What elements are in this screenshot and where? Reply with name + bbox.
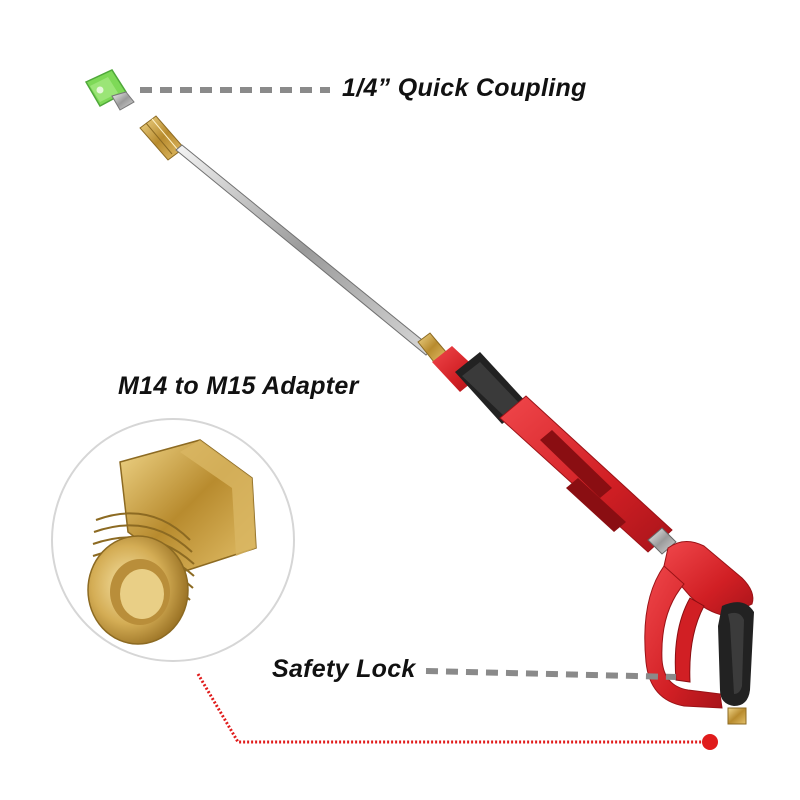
gun-icon bbox=[432, 346, 754, 725]
adapter-icon bbox=[87, 439, 257, 645]
adapter-callout bbox=[51, 418, 295, 662]
safety-lock-label: Safety Lock bbox=[272, 655, 416, 683]
adapter-label: M14 to M15 Adapter bbox=[118, 372, 359, 400]
adapter-red-pointer bbox=[196, 673, 718, 750]
wand-icon bbox=[139, 115, 447, 363]
safety-lock-leader-line bbox=[425, 668, 677, 680]
quick-coupling-label: 1/4” Quick Coupling bbox=[342, 74, 587, 102]
nozzle-icon bbox=[84, 69, 135, 111]
